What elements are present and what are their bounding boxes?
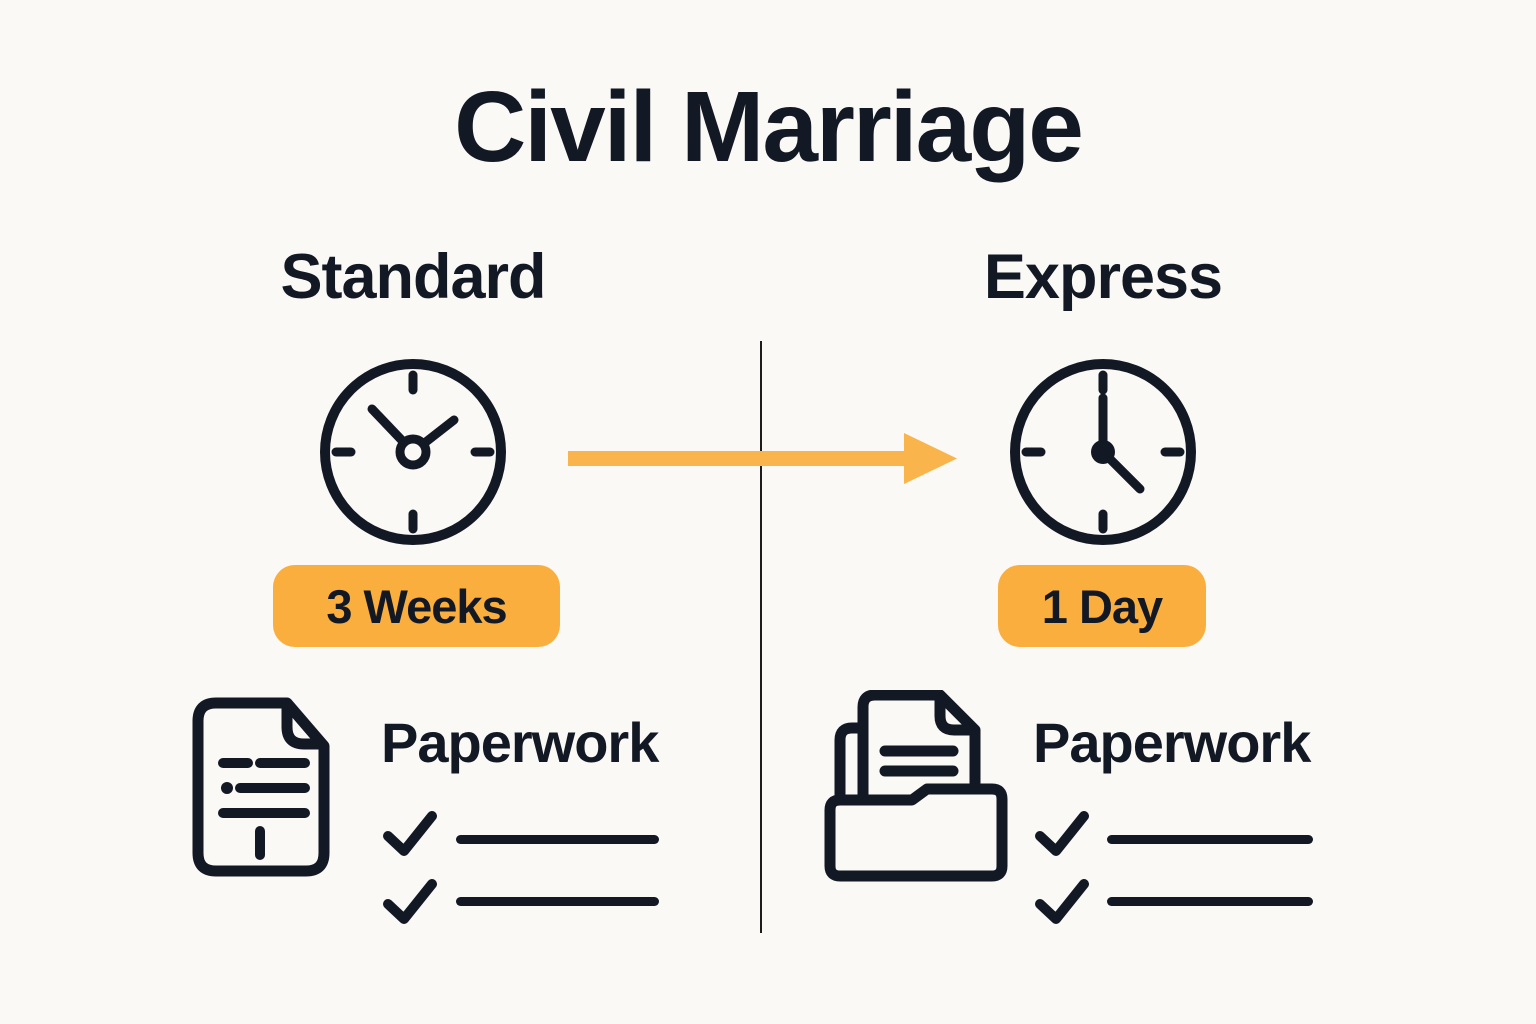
express-paperwork-heading: Paperwork: [1033, 711, 1311, 774]
checkmark-icon: [383, 879, 437, 924]
page-title: Civil Marriage: [454, 71, 1084, 183]
right-arrow-icon: [568, 433, 957, 484]
document-icon: [192, 697, 330, 877]
standard-duration-label: 3 Weeks: [326, 579, 507, 633]
clock-icon: [1010, 359, 1196, 545]
column-divider: [760, 341, 762, 933]
checklist-line: [456, 835, 659, 844]
clock-icon: [320, 359, 506, 545]
checkmark-icon: [1035, 811, 1089, 856]
checkmark-icon: [1035, 879, 1089, 924]
express-column-heading: Express: [983, 242, 1223, 312]
folder-documents-icon: [824, 690, 1008, 882]
express-duration-label: 1 Day: [1041, 579, 1163, 633]
express-duration-badge: 1 Day: [998, 565, 1206, 647]
standard-paperwork-heading: Paperwork: [381, 711, 659, 774]
checklist-line: [456, 897, 659, 906]
standard-column-heading: Standard: [280, 242, 546, 312]
checkmark-icon: [383, 811, 437, 856]
checklist-line: [1107, 897, 1313, 906]
standard-duration-badge: 3 Weeks: [273, 565, 560, 647]
checklist-line: [1107, 835, 1313, 844]
